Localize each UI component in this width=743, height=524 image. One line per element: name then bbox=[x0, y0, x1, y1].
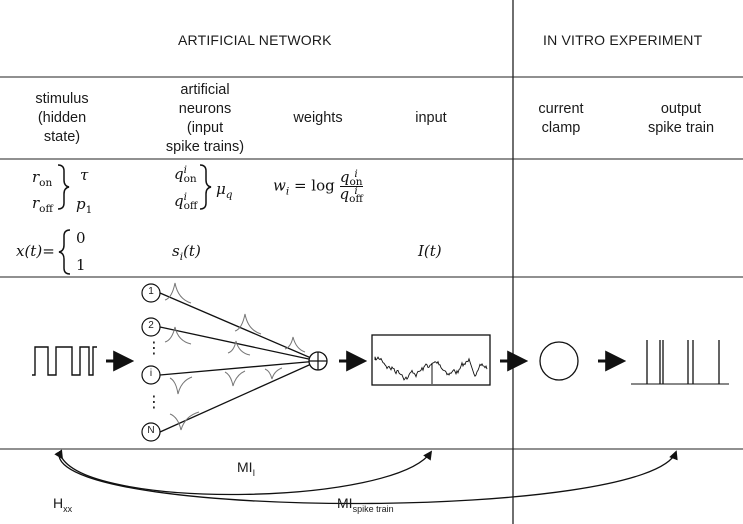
brace-x bbox=[58, 229, 71, 275]
math-r-on: ron bbox=[32, 168, 53, 189]
output-spikes bbox=[646, 340, 720, 384]
ellipsis-dots-upper: ⋮ bbox=[146, 340, 162, 357]
column-weights: weights bbox=[293, 110, 343, 126]
ellipsis-dots-lower: ⋮ bbox=[146, 394, 162, 411]
header-in-vitro-experiment: IN VITRO EXPERIMENT bbox=[543, 32, 703, 48]
connection-i bbox=[159, 360, 319, 376]
connection-1 bbox=[159, 292, 319, 362]
brace-q bbox=[199, 164, 212, 210]
label-mutual-information: MII bbox=[237, 459, 256, 478]
brace-rate bbox=[57, 164, 70, 210]
math-s-i-of-t: si(t) bbox=[172, 242, 201, 263]
math-x-zero: 0 bbox=[76, 229, 86, 247]
input-current-box bbox=[371, 334, 491, 386]
header-artificial-network: ARTIFICIAL NETWORK bbox=[178, 32, 332, 48]
connection-2 bbox=[159, 326, 319, 362]
math-I-of-t: I(t) bbox=[418, 242, 442, 260]
psp-kernels bbox=[164, 282, 306, 432]
neuron-node-1: 1 bbox=[148, 286, 154, 297]
neuron-node-i: i bbox=[149, 368, 153, 379]
math-x-one: 1 bbox=[76, 256, 86, 274]
neuron-node-2: 2 bbox=[148, 320, 154, 331]
math-tau: τ bbox=[80, 166, 89, 184]
math-r-off: roff bbox=[32, 194, 53, 215]
input-current-trace bbox=[374, 356, 488, 381]
square-wave-stimulus bbox=[32, 346, 97, 376]
mi-arc-inner bbox=[54, 449, 433, 496]
math-x-of-t: x(t)= bbox=[16, 242, 55, 260]
math-mu-q: μq bbox=[216, 180, 233, 201]
label-entropy-hxx: Hxx bbox=[53, 495, 73, 514]
current-clamp-cell bbox=[539, 341, 579, 381]
column-input: input bbox=[415, 110, 447, 126]
connection-N bbox=[159, 360, 319, 433]
neuron-node-circles bbox=[141, 283, 161, 442]
mi-arc-outer bbox=[58, 450, 678, 505]
label-mi-spike-train: MIspike train bbox=[337, 495, 394, 514]
neuron-node-N: N bbox=[147, 425, 155, 436]
math-p1: p1 bbox=[76, 195, 93, 216]
